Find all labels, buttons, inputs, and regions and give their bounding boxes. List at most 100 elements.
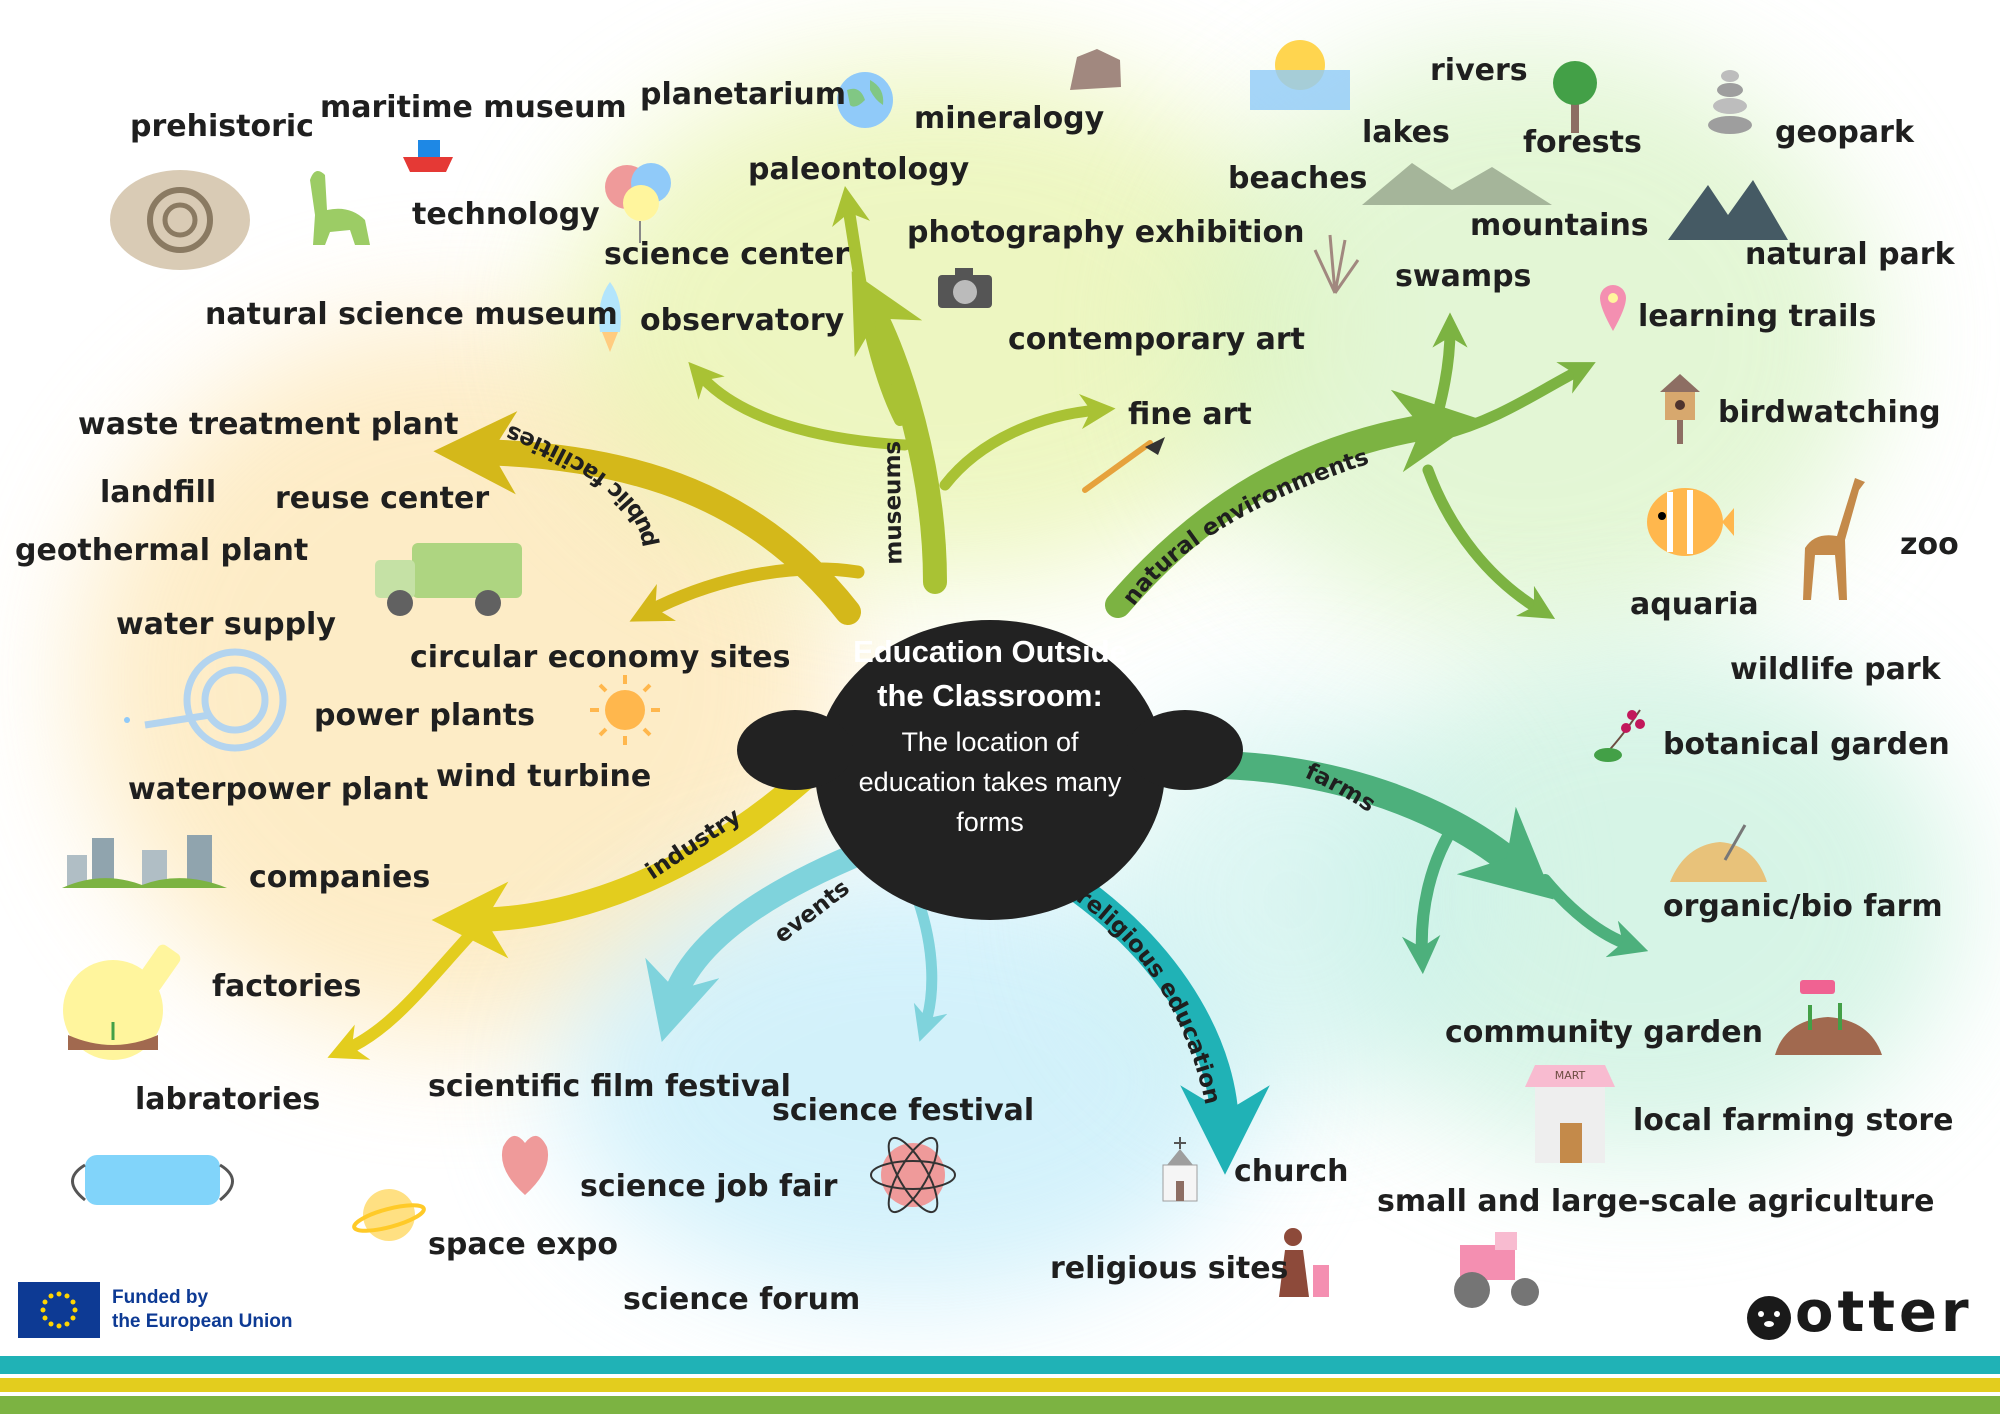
- center-text: Education Outside the Classroom: The loc…: [790, 630, 1190, 842]
- label-local-farming-store: local farming store: [1633, 1103, 1954, 1138]
- clownfish-icon: [1647, 488, 1734, 556]
- label-mountains: mountains: [1470, 208, 1649, 243]
- otter-logo: otter: [1745, 1280, 1985, 1348]
- label-mineralogy: mineralogy: [914, 101, 1105, 136]
- water-hose-icon: [124, 648, 287, 752]
- otter-wordmark: otter: [1795, 1280, 1973, 1345]
- sun-icon: [590, 675, 660, 745]
- arrow-natural-swamps: [1422, 312, 1468, 451]
- label-factories: factories: [212, 969, 362, 1004]
- reeds-icon: [1313, 234, 1360, 294]
- boat-icon: [403, 140, 453, 172]
- rocket-icon: [599, 282, 621, 352]
- label-religious-sites: religious sites: [1050, 1251, 1289, 1286]
- arrow-museums-paleontology: [832, 186, 906, 426]
- city-skyline-icon: [62, 835, 227, 888]
- label-wildlife-park: wildlife park: [1730, 652, 1941, 687]
- tractor-icon: [1454, 1232, 1539, 1308]
- label-wind-turbine: wind turbine: [436, 759, 652, 794]
- arrow-museums-fine-art: [939, 393, 1116, 491]
- label-waterpower-plant: waterpower plant: [128, 772, 429, 807]
- sunset-lake-icon: [1250, 40, 1350, 110]
- arrow-industry: [431, 766, 817, 959]
- label-community-garden: community garden: [1445, 1015, 1763, 1050]
- label-swamps: swamps: [1395, 259, 1532, 294]
- camera-icon: [938, 268, 992, 308]
- planet-saturn-icon: [352, 1189, 426, 1241]
- arrow-farms-organic: [1539, 874, 1649, 958]
- label-natural-science-museum: natural science museum: [205, 297, 618, 332]
- birdhouse-icon: [1660, 374, 1700, 444]
- dinosaur-icon: [310, 171, 370, 245]
- paintbrush-icon: [1082, 437, 1165, 493]
- funded-text: Funded by the European Union: [112, 1286, 293, 1334]
- label-contemporary-art: contemporary art: [1008, 322, 1305, 357]
- dark-mountain-icon: [1668, 180, 1788, 240]
- label-science-job-fair: science job fair: [580, 1169, 838, 1204]
- arrow-events: [645, 838, 880, 1042]
- footer-stripe-teal: [0, 1356, 2000, 1374]
- atom-icon: [870, 1136, 956, 1214]
- mountains-icon: [1362, 163, 1552, 205]
- label-small-large-agriculture: small and large-scale agriculture: [1377, 1184, 1935, 1219]
- arrow-natural-aquaria: [1422, 464, 1556, 620]
- arrow-public-facilities-sub: [629, 562, 865, 622]
- branch-label-museums: museums: [880, 441, 908, 565]
- label-learning-trails: learning trails: [1638, 299, 1877, 334]
- label-organic-bio-farm: organic/bio farm: [1663, 889, 1943, 924]
- arrow-natural-trails: [1434, 362, 1596, 441]
- hay-pile-icon: [1670, 824, 1767, 882]
- stone-cairn-icon: [1708, 70, 1752, 134]
- balloons-icon: [605, 163, 671, 243]
- arrow-farms-community: [1401, 814, 1464, 975]
- arrow-religious-education: [1066, 876, 1270, 1175]
- center-title-line1: Education Outside: [853, 634, 1127, 669]
- label-reuse-center: reuse center: [275, 481, 490, 516]
- label-observatory: observatory: [640, 303, 845, 338]
- berry-branch-icon: [1594, 709, 1645, 762]
- label-natural-park: natural park: [1745, 237, 1955, 272]
- label-photography-exhibition: photography exhibition: [907, 215, 1305, 250]
- label-prehistoric: prehistoric: [130, 109, 314, 144]
- label-geopark: geopark: [1775, 115, 1914, 150]
- label-waste-treatment-plant: waste treatment plant: [78, 407, 459, 442]
- garbage-truck-icon: [375, 543, 522, 616]
- label-geothermal-plant: geothermal plant: [15, 533, 309, 568]
- church-building-icon: [1162, 1137, 1198, 1202]
- label-fine-art: fine art: [1128, 397, 1252, 432]
- label-church: church: [1234, 1154, 1349, 1189]
- otter-face-icon: [1747, 1296, 1791, 1340]
- label-lakes: lakes: [1362, 115, 1450, 150]
- mineral-rock-icon: [1070, 49, 1121, 90]
- footer-stripe-green: [0, 1396, 2000, 1414]
- label-technology: technology: [412, 197, 600, 232]
- label-science-forum: science forum: [623, 1282, 861, 1317]
- label-water-supply: water supply: [116, 607, 336, 642]
- funded-line1: Funded by: [112, 1287, 209, 1308]
- label-landfill: landfill: [100, 475, 217, 510]
- label-circular-economy-sites: circular economy sites: [410, 640, 791, 675]
- seedling-pot-icon: [1775, 980, 1882, 1055]
- label-space-expo: space expo: [428, 1227, 618, 1262]
- label-forests: forests: [1523, 125, 1642, 160]
- arrow-museums: [851, 271, 947, 594]
- funded-by-eu: Funded by the European Union: [18, 1282, 318, 1342]
- arrow-events-festival: [912, 894, 948, 1042]
- funded-line2: the European Union: [112, 1311, 293, 1332]
- face-mask-icon: [71, 1155, 234, 1205]
- label-planetarium: planetarium: [640, 77, 846, 112]
- market-store-icon: MART: [1525, 1065, 1615, 1163]
- globe-icon: [837, 72, 893, 128]
- label-science-festival: science festival: [772, 1093, 1035, 1128]
- giraffe-icon: [1803, 478, 1865, 600]
- store-sign: MART: [1555, 1069, 1586, 1082]
- label-maritime-museum: maritime museum: [320, 90, 627, 125]
- label-botanical-garden: botanical garden: [1663, 727, 1950, 762]
- location-pin-icon: [1600, 285, 1626, 331]
- center-title: Education Outside the Classroom:: [790, 630, 1190, 718]
- label-paleontology: paleontology: [748, 152, 970, 187]
- arrow-natural-environments: [1105, 389, 1480, 618]
- label-rivers: rivers: [1430, 53, 1528, 88]
